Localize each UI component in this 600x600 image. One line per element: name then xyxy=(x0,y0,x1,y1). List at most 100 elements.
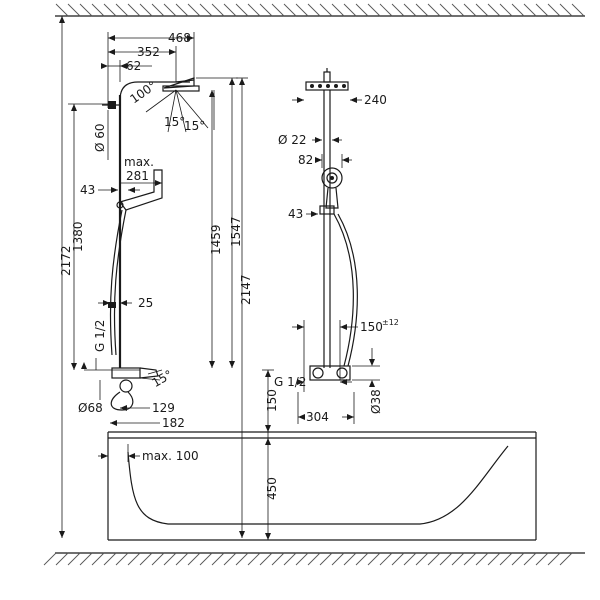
dim-d68-label: Ø68 xyxy=(78,401,103,415)
hatch-line xyxy=(523,3,537,17)
hatch-line xyxy=(451,3,465,17)
dim-182-label: 182 xyxy=(162,416,185,430)
hatch-line xyxy=(331,3,345,17)
hatch-line xyxy=(403,3,417,17)
hatch-line xyxy=(487,552,501,566)
hatch-line xyxy=(511,3,525,17)
dim-max-label: max. xyxy=(124,155,154,169)
hatch-line xyxy=(163,3,177,17)
hatch-line xyxy=(127,3,141,17)
dim-150-front-label: 150 xyxy=(360,320,383,334)
hatch-line xyxy=(355,552,369,566)
hatch-line xyxy=(115,3,129,17)
hatch-line xyxy=(355,3,369,17)
hatch-line xyxy=(259,3,273,17)
dim-2172-label: 2172 xyxy=(59,245,73,276)
hatch-line xyxy=(91,552,105,566)
ceiling-hatch xyxy=(55,3,585,17)
hatch-line xyxy=(223,552,237,566)
hatch-line xyxy=(343,552,357,566)
hatch-line xyxy=(571,3,585,17)
hatch-line xyxy=(223,3,237,17)
front-view: 240 Ø 22 82 43 150 ±12 G 1/2 xyxy=(274,68,399,424)
hatch-line xyxy=(379,3,393,17)
hatch-line xyxy=(367,552,381,566)
hatch-line xyxy=(139,3,153,17)
dim-d38-label: Ø38 xyxy=(369,389,383,414)
hatch-line xyxy=(295,552,309,566)
hatch-line xyxy=(187,552,201,566)
hatch-line xyxy=(175,3,189,17)
hatch-line xyxy=(247,552,261,566)
ceiling xyxy=(55,3,585,17)
hatch-line xyxy=(187,3,201,17)
hatch-line xyxy=(235,3,249,17)
hatch-line xyxy=(439,3,453,17)
hatch-line xyxy=(379,552,393,566)
hatch-line xyxy=(247,3,261,17)
dim-15deg-b-label: 15° xyxy=(184,119,205,133)
dim-1459-label: 1459 xyxy=(209,224,223,255)
hatch-line xyxy=(427,552,441,566)
hatch-line xyxy=(151,552,165,566)
dim-d22-label: Ø 22 xyxy=(278,133,307,147)
dim-129-label: 129 xyxy=(152,401,175,415)
hatch-line xyxy=(463,552,477,566)
hatch-line xyxy=(295,3,309,17)
hatch-line xyxy=(103,3,117,17)
hatch-line xyxy=(211,3,225,17)
hatch-line xyxy=(511,552,525,566)
hatch-line xyxy=(91,3,105,17)
dim-15deg-c-label: 15° xyxy=(150,367,175,390)
hatch-line xyxy=(307,552,321,566)
hatch-line xyxy=(79,3,93,17)
hatch-line xyxy=(151,3,165,17)
hatch-line xyxy=(283,3,297,17)
hatch-line xyxy=(415,3,429,17)
hatch-line xyxy=(427,3,441,17)
hatch-line xyxy=(535,552,549,566)
hatch-line xyxy=(55,3,69,17)
hatch-line xyxy=(307,3,321,17)
dim-150-side-label: 150 xyxy=(265,389,279,412)
hatch-line xyxy=(79,552,93,566)
hatch-line xyxy=(163,552,177,566)
hatch-line xyxy=(487,3,501,17)
dim-1380-label: 1380 xyxy=(71,221,85,252)
hatch-line xyxy=(199,3,213,17)
hatch-line xyxy=(535,3,549,17)
hatch-line xyxy=(43,552,57,566)
dim-281-label: 281 xyxy=(126,169,149,183)
hatch-line xyxy=(499,3,513,17)
hatch-line xyxy=(139,552,153,566)
hatch-line xyxy=(55,552,69,566)
hatch-line xyxy=(175,552,189,566)
hatch-line xyxy=(523,552,537,566)
dim-g12-front-label: G 1/2 xyxy=(274,375,306,389)
hatch-line xyxy=(559,3,573,17)
floor-hatch xyxy=(43,552,573,566)
hatch-line xyxy=(559,552,573,566)
dim-1547-label: 1547 xyxy=(229,216,243,247)
hatch-line xyxy=(439,552,453,566)
hatch-line xyxy=(103,552,117,566)
hatch-line xyxy=(547,552,561,566)
hatch-line xyxy=(475,3,489,17)
dim-150-tolerance-label: ±12 xyxy=(382,318,399,327)
hatch-line xyxy=(271,3,285,17)
hatch-line xyxy=(235,552,249,566)
dim-g12-label: G 1/2 xyxy=(93,320,107,352)
bathtub: max. 100 150 450 xyxy=(43,369,585,566)
dim-62-label: 62 xyxy=(126,59,141,73)
dim-240-label: 240 xyxy=(364,93,387,107)
dim-450-label: 450 xyxy=(265,477,279,500)
dim-max100-label: max. 100 xyxy=(142,449,199,463)
hatch-line xyxy=(547,3,561,17)
hatch-line xyxy=(415,552,429,566)
hatch-line xyxy=(499,552,513,566)
dim-352-label: 352 xyxy=(137,45,160,59)
hatch-line xyxy=(115,552,129,566)
hatch-line xyxy=(331,552,345,566)
